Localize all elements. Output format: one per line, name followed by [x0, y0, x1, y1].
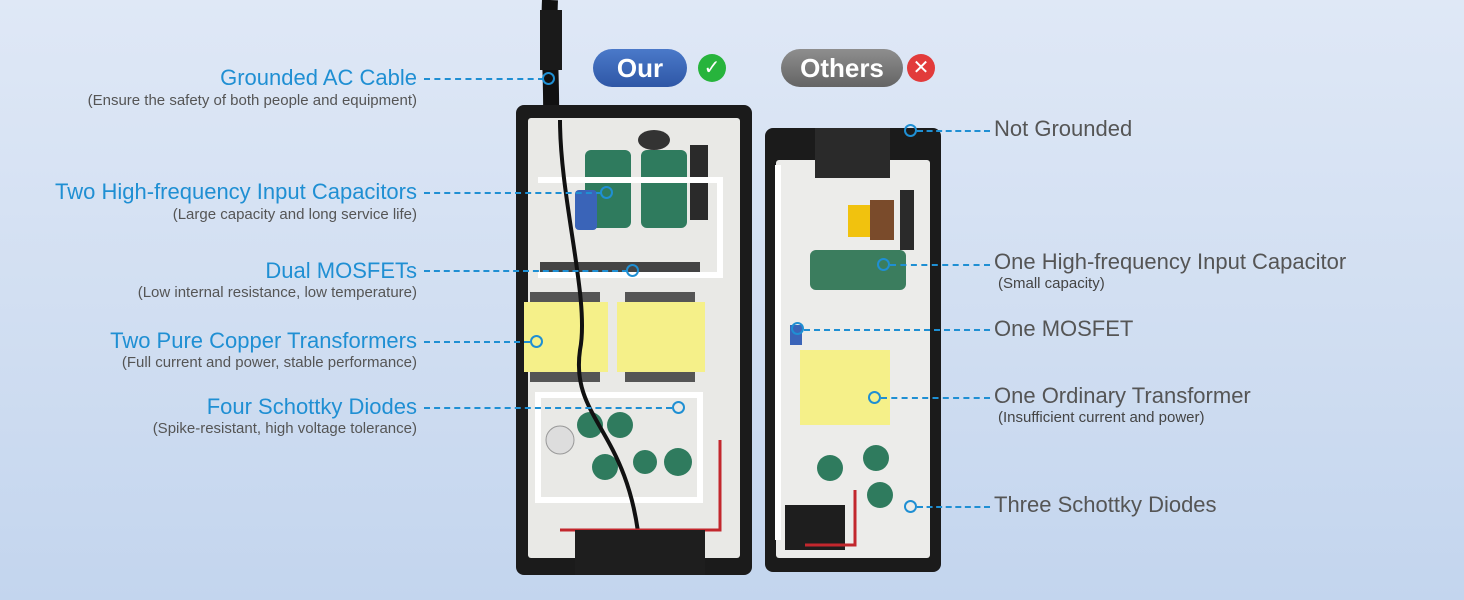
label-one-ordinary-transformer-sub: (Insufficient current and power) [998, 409, 1205, 426]
label-grounded-ac-cable: Grounded AC Cable [220, 65, 417, 90]
leader-line [917, 506, 990, 508]
others-badge: Others [781, 49, 903, 87]
label-four-schottky-diodes-sub: (Spike-resistant, high voltage tolerance… [152, 420, 417, 437]
label-one-input-capacitor-sub: (Small capacity) [998, 275, 1105, 292]
our-badge: Our [593, 49, 687, 87]
callout-dot [542, 72, 555, 85]
callout-dot [904, 500, 917, 513]
cross-icon: ✕ [907, 54, 935, 82]
label-two-input-capacitors: Two High-frequency Input Capacitors [55, 179, 417, 204]
leader-line [424, 407, 672, 409]
callout-dot [904, 124, 917, 137]
leader-line [424, 78, 544, 80]
callout-dot [626, 264, 639, 277]
label-two-input-capacitors-sub: (Large capacity and long service life) [172, 206, 417, 223]
leader-line [890, 264, 990, 266]
callout-dot [791, 322, 804, 335]
leader-line [917, 130, 990, 132]
label-dual-mosfets-sub: (Low internal resistance, low temperatur… [137, 284, 417, 301]
label-four-schottky-diodes: Four Schottky Diodes [206, 394, 417, 419]
callout-dot [868, 391, 881, 404]
label-one-mosfet: One MOSFET [994, 316, 1134, 341]
label-two-copper-transformers: Two Pure Copper Transformers [110, 328, 417, 353]
label-three-schottky-diodes: Three Schottky Diodes [994, 492, 1217, 517]
leader-line [424, 192, 602, 194]
leader-line [804, 329, 990, 331]
callout-dot [600, 186, 613, 199]
leader-line [881, 397, 990, 399]
callout-dot [672, 401, 685, 414]
check-icon: ✓ [698, 54, 726, 82]
label-dual-mosfets: Dual MOSFETs [265, 258, 417, 283]
label-grounded-ac-cable-sub: (Ensure the safety of both people and eq… [87, 92, 417, 109]
label-one-input-capacitor: One High-frequency Input Capacitor [994, 249, 1347, 274]
callout-dot [877, 258, 890, 271]
leader-line [424, 341, 530, 343]
label-two-copper-transformers-sub: (Full current and power, stable performa… [121, 354, 417, 371]
callout-dot [530, 335, 543, 348]
label-not-grounded: Not Grounded [994, 116, 1133, 141]
leader-line [424, 270, 628, 272]
label-one-ordinary-transformer: One Ordinary Transformer [994, 383, 1251, 408]
